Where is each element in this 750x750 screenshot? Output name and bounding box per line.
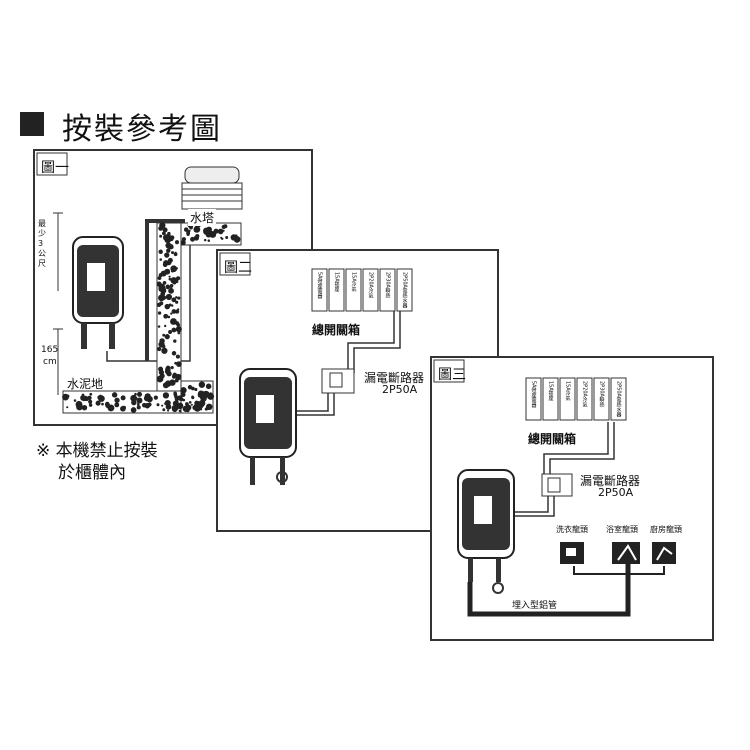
breaker-switch-label: 15A冷氣 — [351, 272, 357, 292]
kitchen-faucet-label: 廚房龍頭 — [650, 525, 682, 534]
installation-note: ※ 本機禁止按裝 於櫃體內 — [36, 440, 158, 484]
breaker-switch — [559, 377, 576, 421]
cement-floor-label: 水泥地 — [67, 377, 104, 391]
breaker-switch-label: 2P20A冷氣 — [582, 381, 588, 407]
main-box-label: 總開關箱 — [528, 432, 577, 446]
laundry-faucet-label: 洗衣龍頭 — [556, 525, 588, 534]
breaker-switch — [311, 268, 328, 312]
figure-1-label: 圖一 — [41, 160, 69, 176]
breaker-switch-label: 2P50A電熱水器 — [616, 381, 622, 418]
breaker-switch-label: 5A燈座電器 — [531, 381, 537, 409]
figure-2-label: 圖二 — [224, 260, 252, 276]
breaker-switch-label: 2P30A瞬熱 — [599, 381, 605, 408]
water-tower-label: 水塔 — [188, 209, 217, 226]
breaker-label: 漏電斷路器 — [580, 474, 641, 488]
height-unit-label: cm — [43, 357, 57, 367]
breaker-switch — [345, 268, 362, 312]
breaker-switch — [610, 377, 627, 421]
breaker-switch-label: 2P30A瞬熱 — [385, 272, 391, 299]
note-line-1: ※ 本機禁止按裝 — [36, 441, 158, 461]
figure-3-label: 圖三 — [438, 367, 466, 383]
breaker-switch-label: 5A燈座電器 — [317, 272, 323, 300]
breaker-switch-label: 2P20A冷氣 — [368, 272, 374, 298]
figure-1-diagram — [36, 152, 243, 414]
breaker-switch — [576, 377, 593, 421]
breaker-spec-label: 2P50A — [598, 486, 634, 499]
breaker-switch-label: 15A插座 — [334, 272, 340, 293]
title-square-icon — [20, 112, 44, 136]
breaker-switch — [396, 268, 413, 312]
figure-3-diagram: 5A燈座電器 15A插座 15A冷氣 2P20A冷氣 2P30A瞬熱 2P50A電熱水器 — [433, 359, 676, 617]
breaker-switch-label: 2P50A電熱水器 — [402, 272, 408, 309]
figure-2-diagram: 5A燈座電器 15A插座 15A冷氣 2P20A冷氣 2P30A瞬熱 2P50A電熱水器 — [219, 252, 413, 485]
buried-pipe-label: 埋入型鋁管 — [512, 601, 558, 611]
breaker-switch — [542, 377, 559, 421]
min-height-label: 最少3公尺 — [38, 219, 46, 268]
breaker-switch — [525, 377, 542, 421]
breaker-switch — [593, 377, 610, 421]
page-title: 按裝參考圖 — [62, 112, 222, 147]
main-box-label: 總開關箱 — [312, 323, 361, 337]
breaker-switch-label: 15A插座 — [548, 381, 554, 402]
height-value-label: 165 — [41, 345, 59, 355]
breaker-spec-label: 2P50A — [382, 383, 418, 396]
bathroom-faucet-label: 浴室龍頭 — [606, 525, 638, 534]
breaker-label: 漏電斷路器 — [364, 371, 425, 385]
breaker-switch — [328, 268, 345, 312]
breaker-switch — [379, 268, 396, 312]
note-line-2: 於櫃體內 — [58, 463, 126, 483]
breaker-switch — [362, 268, 379, 312]
breaker-switch-label: 15A冷氣 — [565, 381, 571, 401]
